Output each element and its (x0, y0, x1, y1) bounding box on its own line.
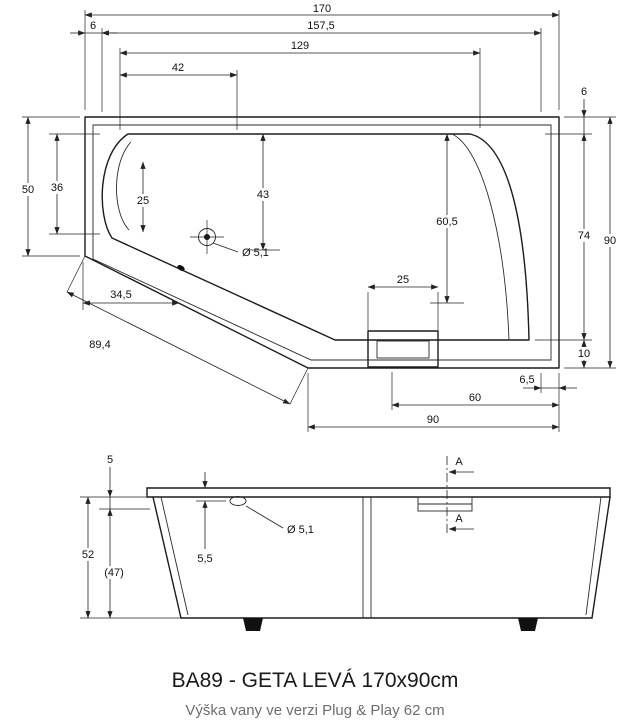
dim-10-label: 10 (578, 348, 590, 360)
dim-157-5-label: 157,5 (307, 20, 335, 32)
tub-outline (84, 116, 560, 369)
plug-play-box (367, 330, 439, 368)
top-view: 170 6 157,5 129 42 50 36 25 43 Ø 5,1 60,… (17, 3, 621, 432)
tub-side-outline (146, 487, 611, 631)
dim-6-left-label: 6 (90, 20, 96, 32)
dim-42-label: 42 (172, 62, 184, 74)
dim-60-label: 60 (469, 392, 481, 404)
section-a-top-label: A (455, 456, 463, 468)
side-view: 5 52 (47) 5,5 Ø 5,1 A A (76, 454, 611, 631)
dimension-labels-top: 170 6 157,5 129 42 50 36 25 43 Ø 5,1 60,… (17, 3, 621, 426)
dim-6-5-label: 6,5 (519, 374, 534, 386)
dim-52-label: 52 (82, 549, 94, 561)
dimension-labels-side: 5 52 (47) 5,5 Ø 5,1 A A (76, 454, 463, 579)
dim-129-label: 129 (291, 40, 309, 52)
dim-6-right-label: 6 (581, 86, 587, 98)
dim-43-label: 43 (257, 189, 269, 201)
dimension-lines-side (80, 456, 474, 619)
dim-34-5-label: 34,5 (110, 289, 131, 301)
dim-90-bottom-label: 90 (427, 414, 439, 426)
dim-36-label: 36 (51, 182, 63, 194)
dim-90-right-label: 90 (604, 235, 616, 247)
dim-50-label: 50 (22, 184, 34, 196)
dim-74-label: 74 (578, 230, 590, 242)
tub-foot-right (518, 618, 538, 631)
dim-170-label: 170 (313, 3, 331, 15)
dim-25-box-label: 25 (397, 274, 409, 286)
drain-symbol (190, 220, 239, 254)
dim-89-4-label: 89,4 (89, 339, 110, 351)
drain-diameter-side-label: Ø 5,1 (287, 524, 314, 536)
section-a-bottom-label: A (455, 513, 463, 525)
drain-side (229, 496, 247, 506)
dim-5-label: 5 (107, 454, 113, 466)
dim-25-left-label: 25 (137, 195, 149, 207)
drain-diameter-label: Ø 5,1 (242, 247, 269, 259)
drawing-title: BA89 - GETA LEVÁ 170x90cm (172, 669, 459, 692)
tub-foot-left (243, 618, 263, 631)
dim-47-label: (47) (104, 567, 124, 579)
dim-60-5-label: 60,5 (436, 216, 457, 228)
surface-mark (177, 265, 185, 271)
drawing-subtitle: Výška vany ve verzi Plug & Play 62 cm (185, 702, 444, 719)
dim-5-5-label: 5,5 (197, 553, 212, 565)
